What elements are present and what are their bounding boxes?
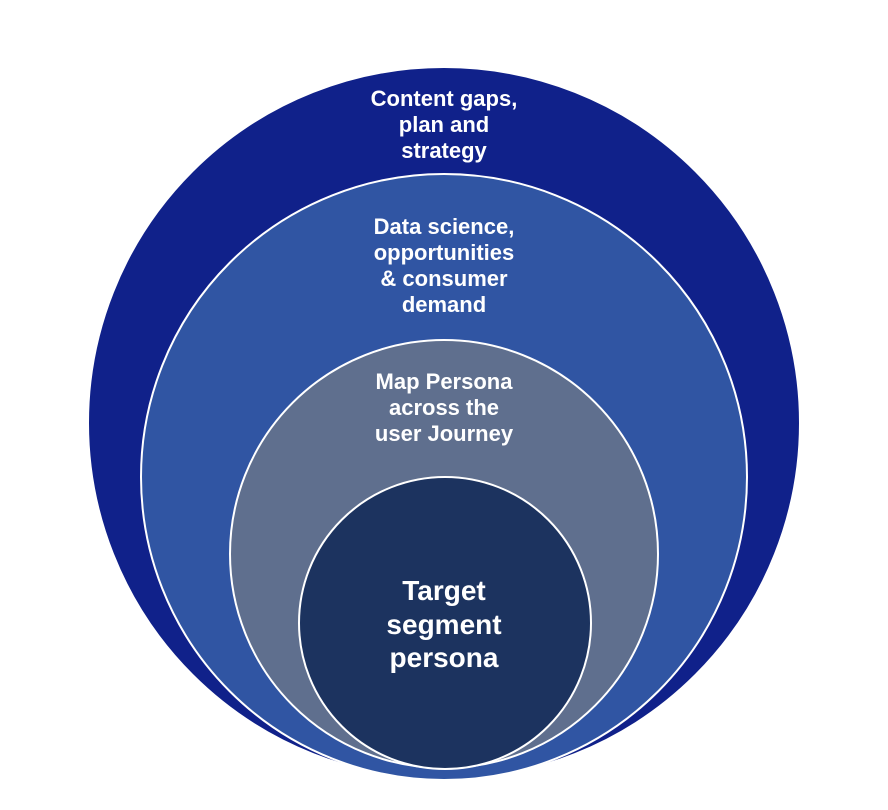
outer-label-line: strategy [401, 137, 487, 163]
core-circle [298, 476, 592, 770]
core-label-line: Target [402, 575, 486, 606]
core-label-line: persona [389, 642, 499, 674]
second-layer-label: Data science, opportunities & consumer d… [318, 214, 570, 318]
second-label-line: opportunities [373, 239, 515, 265]
core-layer-label: Target segment persona [340, 574, 548, 675]
outer-label-line: plan and [398, 111, 490, 137]
second-label-line: Data science, [373, 214, 515, 239]
third-layer-label: Map Persona across the user Journey [330, 369, 558, 447]
second-label-line: demand [401, 291, 487, 317]
third-label-line: Map Persona [375, 369, 513, 394]
third-label-line: user Journey [374, 420, 514, 446]
third-label-line: across the [388, 394, 500, 420]
outer-label-line: Content gaps, [370, 86, 518, 111]
outer-layer-label: Content gaps, plan and strategy [318, 86, 570, 164]
second-label-line: & consumer [380, 265, 508, 291]
core-label-line: segment [386, 608, 502, 640]
